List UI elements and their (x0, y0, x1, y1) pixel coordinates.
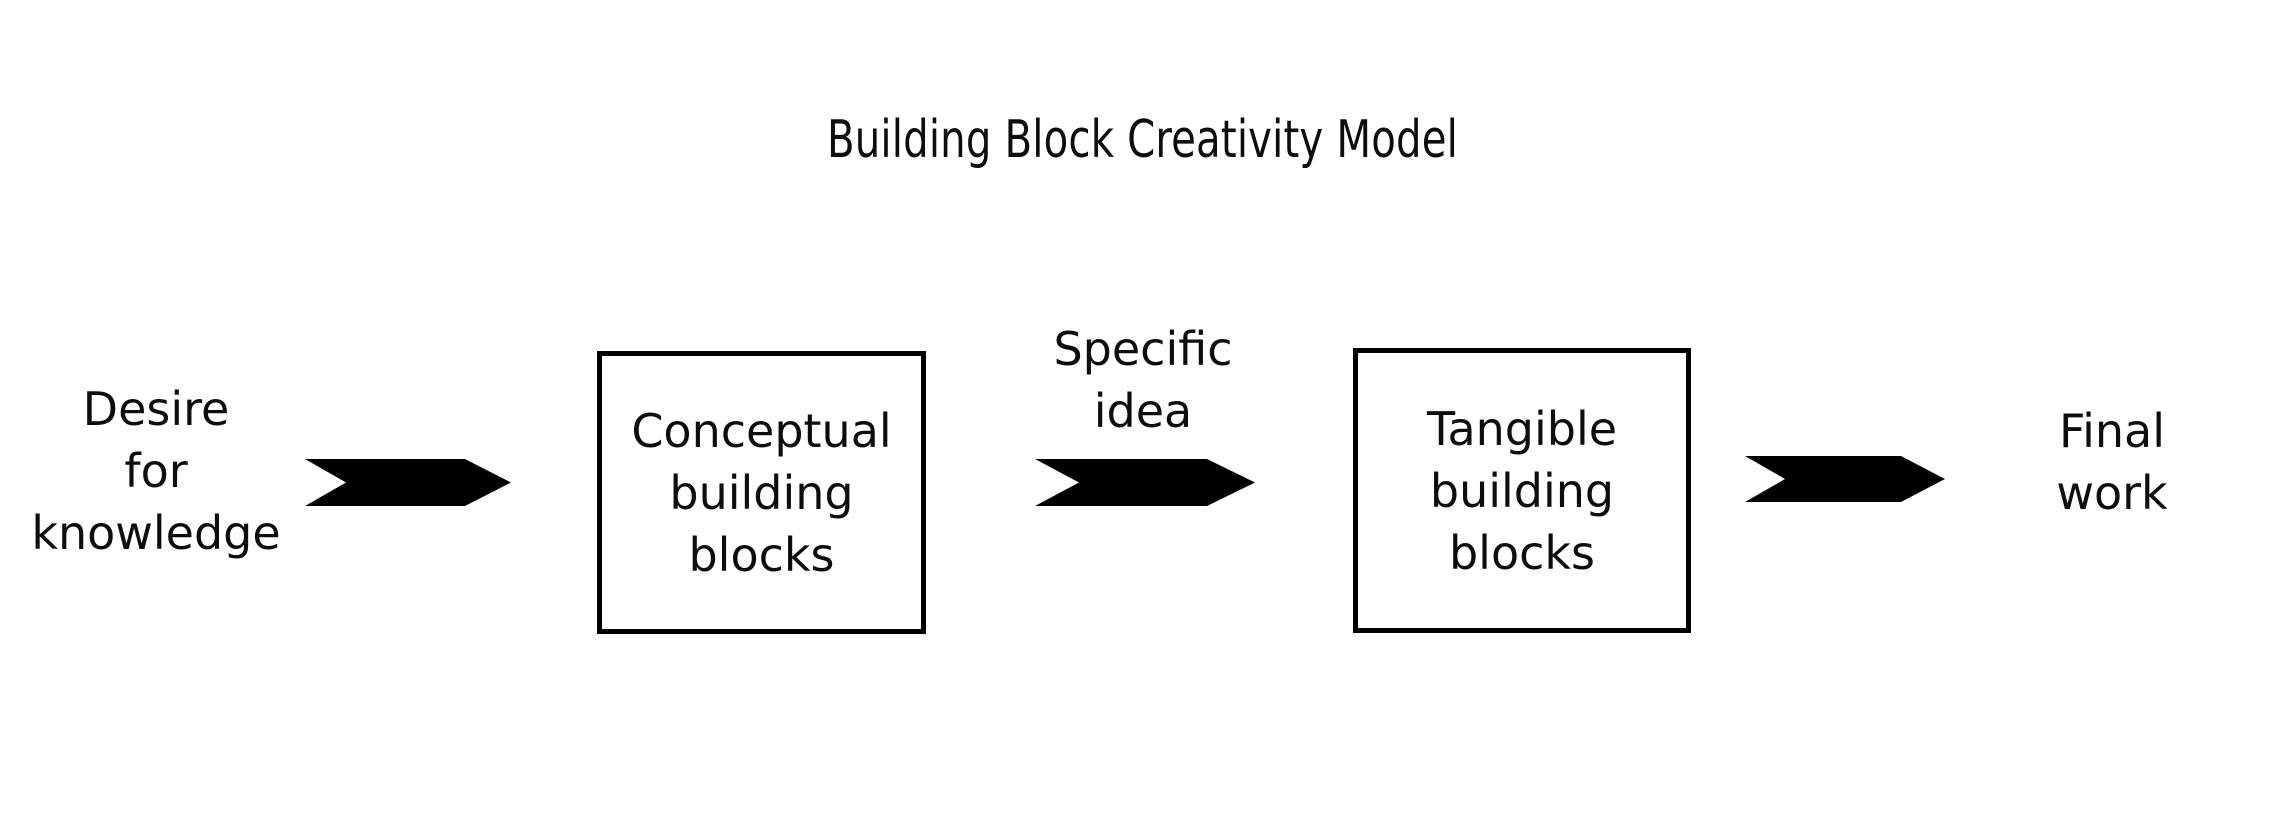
stage-label-final-work: Final work (2056, 404, 2168, 520)
process-box-tangible-building-blocks: Tangible building blocks (1353, 348, 1691, 633)
chevron-arrow-right-icon-3 (1745, 456, 1945, 502)
arrow-caption-specific-idea: Specific idea (1053, 322, 1233, 438)
process-box-conceptual-building-blocks: Conceptual building blocks (597, 351, 926, 634)
stage-label-desire-for-knowledge: Desire for knowledge (31, 382, 281, 560)
process-box-label: Tangible building blocks (1426, 401, 1618, 580)
page-title: Building Block Creativity Model (826, 110, 1459, 170)
chevron-arrow-right-icon-2 (1035, 459, 1255, 506)
process-box-label: Conceptual building blocks (631, 403, 892, 582)
chevron-arrow-right-icon-1 (305, 459, 511, 506)
